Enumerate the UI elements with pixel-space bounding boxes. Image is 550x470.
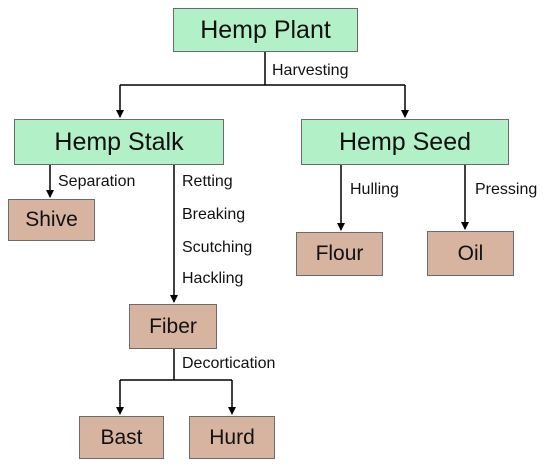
node-fiber: Fiber xyxy=(129,304,217,349)
label-retting: Retting xyxy=(182,173,233,190)
node-shive: Shive xyxy=(8,199,95,241)
label-scutching: Scutching xyxy=(182,239,253,256)
label-hulling: Hulling xyxy=(350,181,399,198)
node-oil: Oil xyxy=(427,231,514,276)
node-hemp-plant: Hemp Plant xyxy=(173,8,358,52)
label-pressing: Pressing xyxy=(475,181,538,198)
label-breaking: Breaking xyxy=(182,206,246,223)
node-flour: Flour xyxy=(296,232,383,276)
node-hemp-seed: Hemp Seed xyxy=(301,119,509,165)
label-harvesting: Harvesting xyxy=(272,62,349,79)
node-hurd: Hurd xyxy=(189,416,275,459)
node-hemp-stalk: Hemp Stalk xyxy=(14,119,224,165)
node-bast: Bast xyxy=(79,416,164,459)
label-decortication: Decortication xyxy=(182,355,276,372)
label-hackling: Hackling xyxy=(182,270,244,287)
label-separation: Separation xyxy=(58,173,136,190)
